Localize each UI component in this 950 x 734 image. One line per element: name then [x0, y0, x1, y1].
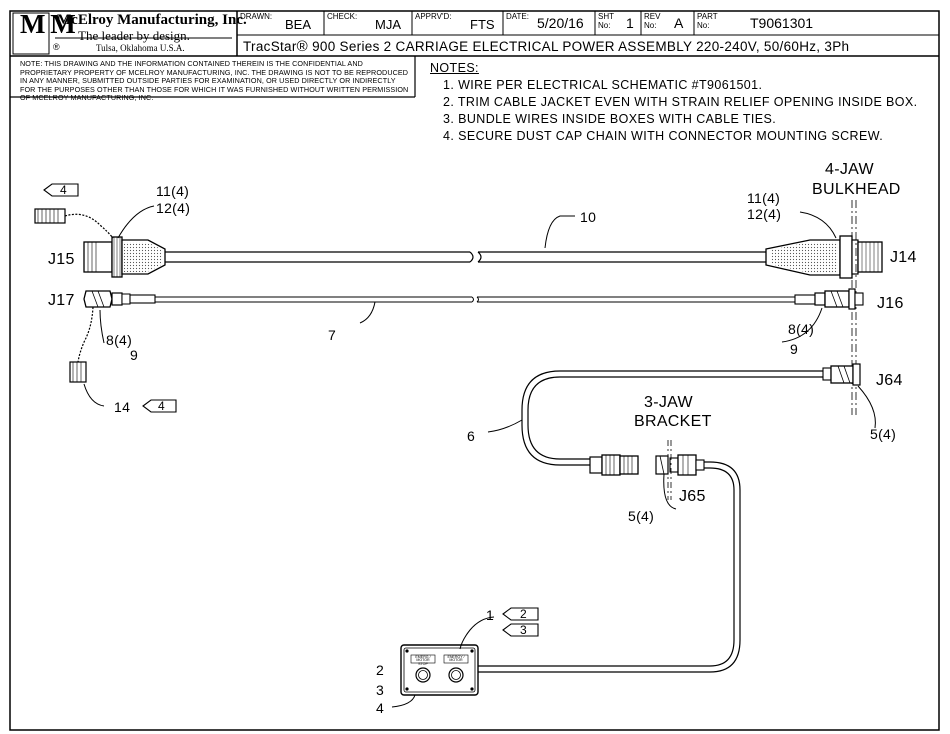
label-j16: J16: [877, 295, 904, 312]
callout-6: 6: [467, 428, 476, 444]
bracket-label-line1: 3-JAW: [644, 394, 693, 411]
callout-4: 4: [376, 700, 385, 716]
flag-4-bottom-shape: [142, 399, 177, 413]
company-tagline: The leader by design.: [78, 28, 190, 43]
callout-8-4-left: 8(4): [106, 332, 133, 348]
callout-12-4-right: 12(4): [747, 206, 782, 222]
flag-2-shape: [502, 607, 539, 621]
callout-11-4-left: 11(4): [156, 183, 190, 199]
callout-9-right: 9: [790, 341, 799, 357]
date-label: DATE:: [506, 12, 529, 21]
control-box-label-right: ENERGY / MOTOR: [447, 655, 465, 663]
registered-mark: ®: [53, 42, 60, 52]
j17-dust-cap: [69, 306, 94, 383]
callout-1: 1: [486, 607, 495, 623]
apprvd-label: APPRV'D:: [415, 12, 452, 21]
j14-connector: [765, 235, 883, 279]
date-value: 5/20/16: [537, 15, 584, 31]
j15-dust-cap: [34, 208, 114, 239]
rev-label-1: REV: [644, 12, 661, 21]
label-j17: J17: [48, 292, 75, 309]
flag-shapes: [43, 183, 539, 637]
drawn-label: DRAWN:: [240, 12, 273, 21]
note-item: 2. TRIM CABLE JACKET EVEN WITH STRAIN RE…: [443, 95, 918, 109]
label-j65: J65: [679, 488, 706, 505]
control-box: [400, 644, 479, 696]
flag-4-bottom: 4: [158, 399, 165, 413]
cable-6: [521, 370, 823, 466]
control-box-label-left: EMERG / MOTOR STOP: [415, 655, 431, 666]
j16-connector: [794, 288, 864, 310]
callout-2: 2: [376, 662, 385, 678]
leader-lines: [83, 205, 876, 708]
note-item: 3. BUNDLE WIRES INSIDE BOXES WITH CABLE …: [443, 112, 777, 126]
callout-10: 10: [580, 209, 597, 225]
rev-value: A: [674, 15, 684, 31]
drawn-value: BEA: [285, 17, 312, 32]
sht-label-2: No:: [598, 21, 611, 30]
flag-4-top-shape: [43, 183, 79, 197]
company-location: Tulsa, Oklahoma U.S.A.: [96, 43, 185, 53]
control-box-cable: [478, 461, 741, 673]
callout-11-4-right: 11(4): [747, 190, 781, 206]
part-value: T9061301: [750, 15, 814, 31]
flag-4-top: 4: [60, 183, 67, 197]
part-label-2: No:: [697, 21, 710, 30]
flag-2: 2: [520, 607, 527, 621]
check-label: CHECK:: [327, 12, 358, 21]
j17-connector: [83, 290, 156, 308]
callout-12-4-left: 12(4): [156, 200, 191, 216]
callout-5-4-mid: 5(4): [628, 508, 655, 524]
cable-7: [155, 296, 795, 303]
flag-3-shape: [502, 623, 539, 637]
sheet-border: [9, 10, 940, 731]
bulkhead-label-line1: 4-JAW: [825, 161, 874, 178]
logo-box: [12, 12, 50, 55]
label-j14: J14: [890, 249, 917, 266]
apprvd-value: FTS: [470, 17, 495, 32]
label-j64: J64: [876, 372, 903, 389]
confidentiality-notice: NOTE: THIS DRAWING AND THE INFORMATION C…: [20, 59, 409, 103]
callout-5-4-right: 5(4): [870, 426, 897, 442]
notes-block: NOTES: 1. WIRE PER ELECTRICAL SCHEMATIC …: [430, 60, 918, 145]
callout-3: 3: [376, 682, 385, 698]
note-item: 4. SECURE DUST CAP CHAIN WITH CONNECTOR …: [443, 129, 884, 143]
callout-14: 14: [114, 399, 131, 415]
sht-value: 1: [626, 15, 634, 31]
rev-label-2: No:: [644, 21, 657, 30]
drawing-title-text: 900 Series 2 CARRIAGE ELECTRICAL POWER A…: [308, 39, 850, 54]
j65-connector: [589, 454, 705, 476]
drawing-title-brand: TracStar: [243, 39, 297, 54]
bracket-label-line2: BRACKET: [634, 413, 712, 430]
company-name: McElroy Manufacturing, Inc.: [57, 12, 247, 28]
j15-connector: [83, 236, 166, 278]
callout-8-4-right: 8(4): [788, 321, 815, 337]
bulkhead-label-line2: BULKHEAD: [812, 181, 901, 198]
logo-mark: M M: [20, 9, 76, 39]
notes-header: NOTES:: [430, 61, 479, 75]
callout-9-left: 9: [130, 347, 139, 363]
part-label-1: PART: [697, 12, 718, 21]
callout-7: 7: [328, 327, 337, 343]
sht-label-1: SHT: [598, 12, 614, 21]
drawing-title: TracStar® 900 Series 2 CARRIAGE ELECTRIC…: [243, 38, 849, 55]
check-value: MJA: [375, 17, 401, 32]
drawing-title-reg: ®: [296, 38, 309, 55]
j64-connector: [822, 363, 861, 386]
flag-3: 3: [520, 623, 527, 637]
cable-10: [165, 251, 766, 263]
note-item: 1. WIRE PER ELECTRICAL SCHEMATIC #T90615…: [443, 78, 763, 92]
label-j15: J15: [48, 251, 75, 268]
